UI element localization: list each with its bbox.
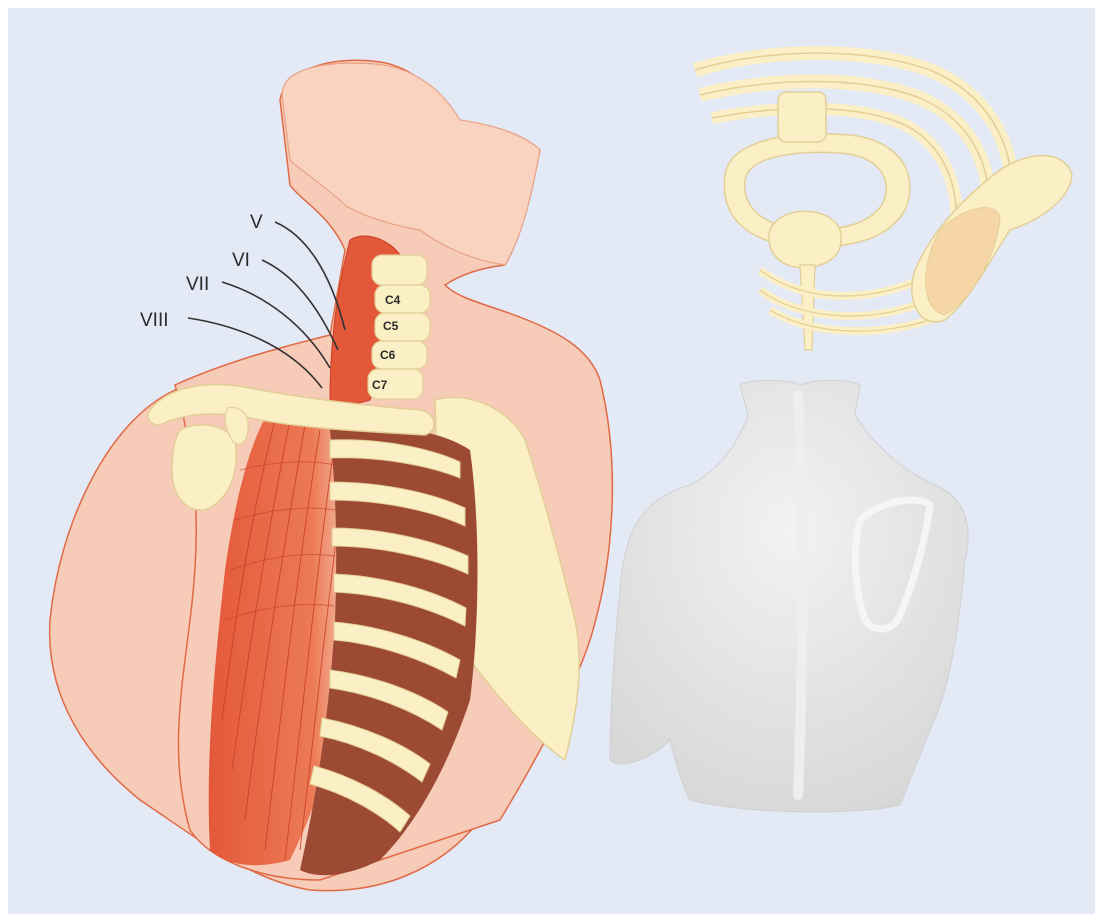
- vertebra-label-c7: C7: [372, 378, 388, 392]
- nerve-label-vii: VII: [186, 274, 209, 295]
- nerve-label-v: V: [250, 212, 263, 233]
- nerve-label-vi: VI: [232, 250, 250, 271]
- nerve-label-viii: VIII: [140, 310, 169, 331]
- spine-groove: [798, 395, 802, 795]
- vertebra-label-c5: C5: [383, 319, 399, 333]
- vertebra-label-c4: C4: [385, 293, 401, 307]
- vertebra-label-c6: C6: [380, 348, 396, 362]
